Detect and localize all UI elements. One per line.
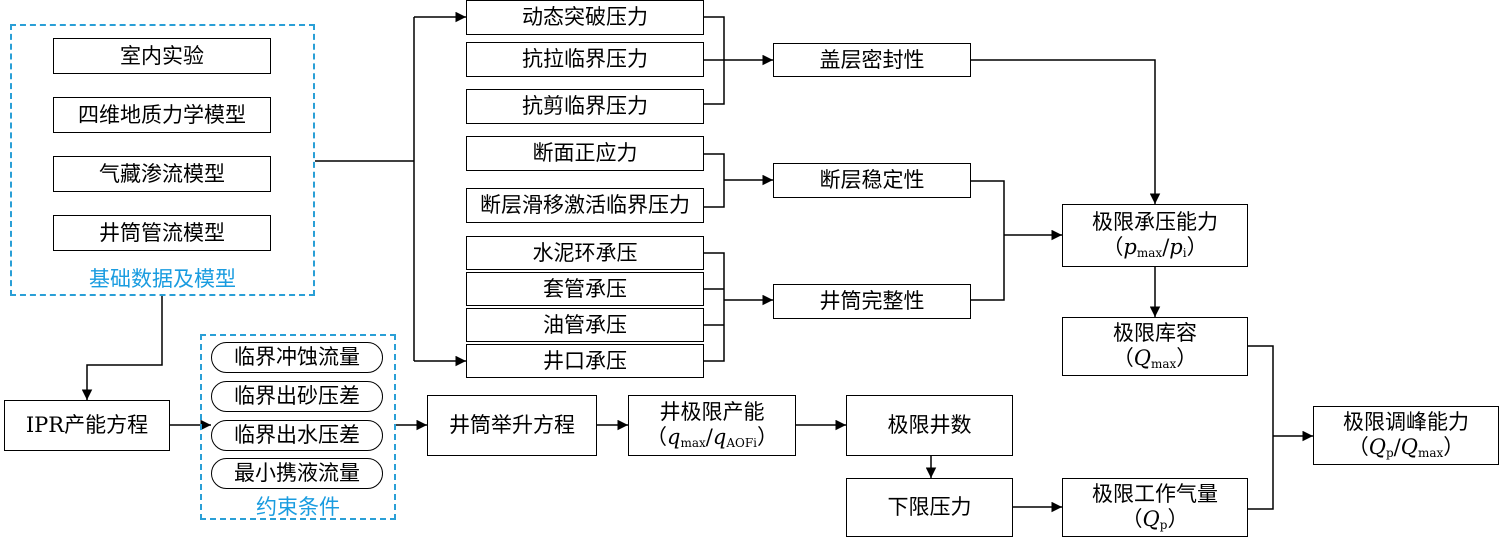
well-productivity-formula: （qmax/qAOFi）	[646, 425, 778, 451]
working-gas-label: 极限工作气量	[1092, 482, 1218, 507]
lower-pressure-limit-box: 下限压力	[846, 478, 1013, 537]
critical-sand-pressure-diff-box: 临界出砂压差	[211, 381, 383, 412]
ultimate-well-count-box: 极限井数	[846, 395, 1013, 456]
tensile-critical-pressure-box: 抗拉临界压力	[466, 42, 704, 77]
fault-normal-stress-box: 断面正应力	[466, 136, 704, 171]
critical-erosion-flow-box: 临界冲蚀流量	[211, 342, 383, 373]
wellbore-lift-equation-box: 井筒举升方程	[427, 395, 597, 456]
reservoir-seepage-model-box: 气藏渗流模型	[53, 156, 271, 192]
fault-stability-box: 断层稳定性	[773, 163, 971, 198]
well-productivity-label: 井极限产能	[659, 400, 765, 425]
peak-shaving-label: 极限调峰能力	[1343, 410, 1469, 435]
constraints-group-caption: 约束条件	[256, 495, 340, 519]
wellbore-flow-model-box: 井筒管流模型	[53, 215, 271, 251]
lab-experiment-box: 室内实验	[53, 38, 271, 74]
peak-shaving-capacity-box: 极限调峰能力 （Qp/Qmax）	[1313, 406, 1499, 465]
dynamic-breakthrough-pressure-box: 动态突破压力	[466, 0, 704, 35]
cement-sheath-pressure-box: 水泥环承压	[466, 236, 704, 270]
critical-water-pressure-diff-box: 临界出水压差	[211, 420, 383, 451]
min-liquid-carrying-flow-box: 最小携液流量	[211, 458, 383, 489]
caprock-sealing-box: 盖层密封性	[773, 43, 971, 77]
well-ultimate-productivity-box: 井极限产能 （qmax/qAOFi）	[628, 395, 796, 456]
foundation-group-frame	[10, 24, 315, 296]
constraints-group-frame	[200, 334, 396, 520]
ultimate-capacity-label: 极限库容	[1113, 321, 1197, 346]
ultimate-pressure-formula: （pmax/pi）	[1102, 235, 1208, 261]
ultimate-capacity-formula: （Qmax）	[1112, 346, 1198, 372]
ultimate-working-gas-box: 极限工作气量 （Qp）	[1062, 478, 1248, 537]
fault-slip-activation-pressure-box: 断层滑移激活临界压力	[466, 188, 704, 223]
wellhead-pressure-box: 井口承压	[466, 344, 704, 378]
ultimate-pressure-label: 极限承压能力	[1092, 210, 1218, 235]
geomechanics-model-box: 四维地质力学模型	[53, 97, 271, 133]
wellbore-integrity-box: 井筒完整性	[773, 284, 971, 319]
tubing-pressure-box: 油管承压	[466, 308, 704, 342]
foundation-group-caption: 基础数据及模型	[89, 267, 236, 291]
peak-shaving-formula: （Qp/Qmax）	[1347, 435, 1465, 461]
shear-critical-pressure-box: 抗剪临界压力	[466, 89, 704, 124]
working-gas-formula: （Qp）	[1121, 507, 1189, 533]
ultimate-storage-capacity-box: 极限库容 （Qmax）	[1062, 317, 1248, 376]
ultimate-pressure-capacity-box: 极限承压能力 （pmax/pi）	[1062, 204, 1248, 267]
casing-pressure-box: 套管承压	[466, 272, 704, 306]
ipr-equation-box: IPR产能方程	[4, 400, 170, 451]
